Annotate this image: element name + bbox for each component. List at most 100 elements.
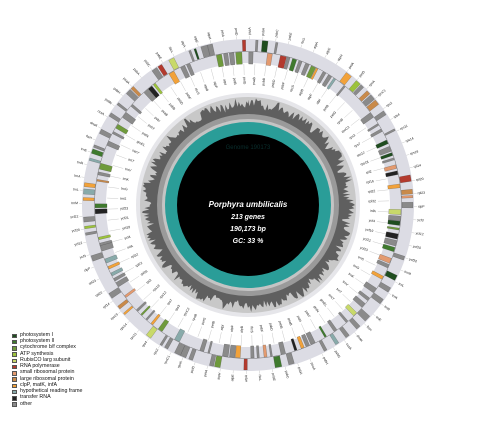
gene-label: ycf12 [415, 231, 424, 236]
label-connector [109, 228, 121, 232]
gene-label: rps12 [356, 151, 365, 158]
gene-label: atpF [213, 81, 219, 89]
label-connector [187, 322, 193, 333]
legend-swatch [12, 333, 17, 339]
gene-label: rbcS [194, 87, 201, 96]
gene-block [126, 89, 139, 102]
gene-block [401, 195, 413, 199]
gene-block [229, 344, 236, 358]
gene-block [286, 352, 295, 365]
label-connector [125, 134, 136, 141]
gene-label: trnA [74, 174, 82, 179]
gene-label: petB [322, 103, 330, 112]
gene-block [278, 341, 286, 355]
gene-block [401, 189, 413, 195]
label-connector [297, 363, 299, 367]
gene-block [387, 219, 401, 226]
gene-block [388, 215, 401, 222]
gene-label: atpI [220, 324, 225, 330]
gene-label: rps3 [174, 304, 181, 312]
label-connector [127, 321, 130, 324]
gene-block [386, 226, 400, 231]
gene-block [113, 272, 126, 282]
label-connector [107, 218, 119, 221]
label-connector [111, 238, 123, 243]
gene-label: psbT [304, 310, 311, 319]
gene-label: atpB [240, 325, 244, 333]
gene-label: psbD [176, 97, 184, 106]
gene-tracks [81, 39, 414, 371]
label-connector [309, 358, 312, 362]
gene-block [94, 203, 108, 208]
gene-block [371, 270, 384, 280]
gene-block [336, 85, 346, 97]
legend-item: RubisCO larg subunit [12, 357, 142, 364]
label-connector [197, 43, 199, 47]
legend-swatch [12, 371, 17, 376]
label-connector [169, 352, 172, 355]
gene-block [116, 102, 128, 112]
gene-block [384, 270, 398, 281]
gene-label: psbA [261, 27, 266, 36]
gene-block [168, 71, 180, 85]
label-connector [86, 254, 90, 256]
legend-label: RNA polymerase [20, 363, 60, 370]
gene-label: trnT [335, 287, 342, 294]
label-connector [124, 267, 134, 273]
legend-item: photosystem I [12, 332, 142, 339]
gene-label: psbC [274, 29, 279, 38]
gene-label: petN [313, 305, 321, 314]
label-connector [91, 266, 95, 269]
gene-label: psaA [310, 362, 317, 371]
gene-label: rpoC1 [163, 355, 171, 365]
gene-label: petG [242, 77, 246, 85]
gene-block [235, 345, 241, 358]
gene-block [273, 42, 279, 54]
gene-label: psbD [271, 79, 277, 88]
gene-block [188, 50, 195, 62]
gene-label: clpP [83, 266, 91, 272]
gene-labels: psaApsaBpsbApsbBpsbCpsbDpsbEpsbFrbcLrbcS… [70, 27, 425, 382]
gene-label: rps4 [393, 112, 401, 119]
gene-label: ycf19 [365, 227, 374, 233]
label-connector [172, 53, 175, 57]
gene-label: psbE [155, 51, 163, 60]
gene-label: atpE [325, 46, 332, 55]
gene-block [296, 336, 305, 349]
genome-backbone [94, 51, 402, 359]
gene-block [150, 313, 161, 325]
label-connector [366, 86, 369, 89]
gene-block [338, 311, 349, 323]
label-connector [321, 88, 328, 98]
label-connector [312, 49, 315, 53]
gene-label: trnM [71, 201, 78, 205]
gene-label: psbH [113, 87, 122, 96]
label-connector [210, 68, 215, 80]
gene-block [130, 104, 142, 115]
gene-block [99, 163, 113, 173]
legend-label: transfer RNA [20, 394, 51, 401]
label-connector [119, 258, 130, 263]
gene-block [148, 85, 160, 99]
gene-label: trnR [383, 305, 391, 312]
gene-label: rpoA [177, 360, 184, 369]
label-connector [120, 93, 123, 97]
gene-label: atpI [315, 98, 322, 105]
label-connector [390, 118, 394, 120]
gene-block [130, 86, 142, 97]
gene-block [123, 305, 134, 315]
legend-item: small ribosomal protein [12, 370, 142, 376]
gene-block [159, 335, 168, 346]
label-connector [136, 330, 140, 333]
gene-block [153, 83, 163, 95]
label-connector [301, 323, 306, 334]
gene-block [362, 94, 375, 107]
gene-label: rpl2 [366, 169, 373, 174]
gene-block [387, 183, 401, 190]
label-connector [337, 102, 345, 111]
label-connector [274, 66, 277, 78]
gene-label: atpA [180, 40, 187, 49]
gene-block [385, 231, 399, 240]
gene-block [250, 345, 255, 359]
legend-label: clpP, matK, infA [20, 381, 57, 388]
